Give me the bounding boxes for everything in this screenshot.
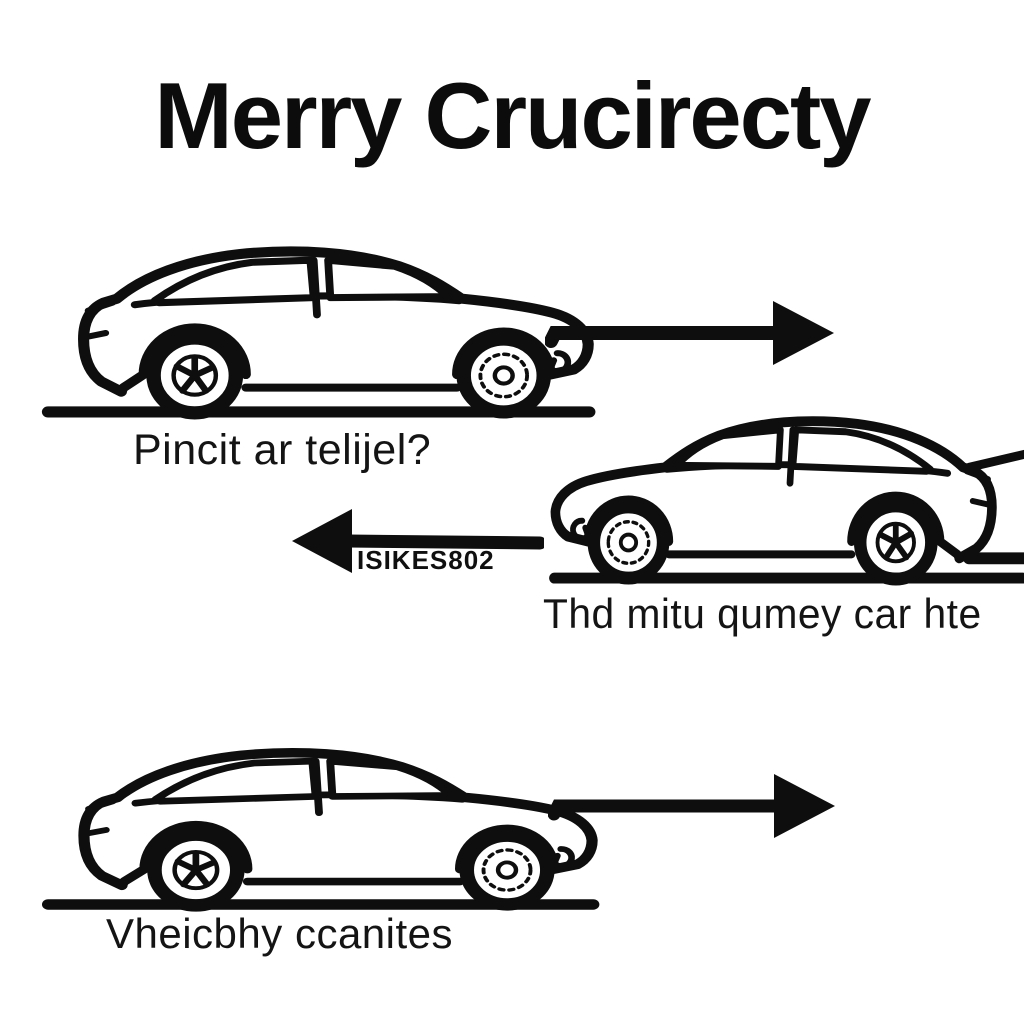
middle-caption: Thd mitu qumey car hte (543, 590, 982, 637)
bottom-caption: Vheicbhy ccanites (106, 910, 454, 957)
arrow-right-icon (545, 301, 834, 365)
car-icon (28, 240, 606, 422)
page-title: Merry Crucirecty (154, 63, 871, 168)
middle-arrow-label: ISIKES802 (357, 545, 495, 575)
bottom-car-drawing (28, 742, 610, 914)
arrow-left-icon (292, 509, 544, 573)
middle-car-drawing (540, 410, 1024, 588)
arrow-right-icon (548, 774, 835, 838)
top-caption: Pincit ar telijel? (133, 426, 432, 474)
middle-arrow (288, 505, 544, 577)
car-icon (28, 742, 610, 914)
bottom-arrow (548, 768, 838, 844)
top-car-drawing (28, 240, 606, 422)
top-arrow (545, 295, 837, 371)
car-icon (540, 410, 1024, 588)
